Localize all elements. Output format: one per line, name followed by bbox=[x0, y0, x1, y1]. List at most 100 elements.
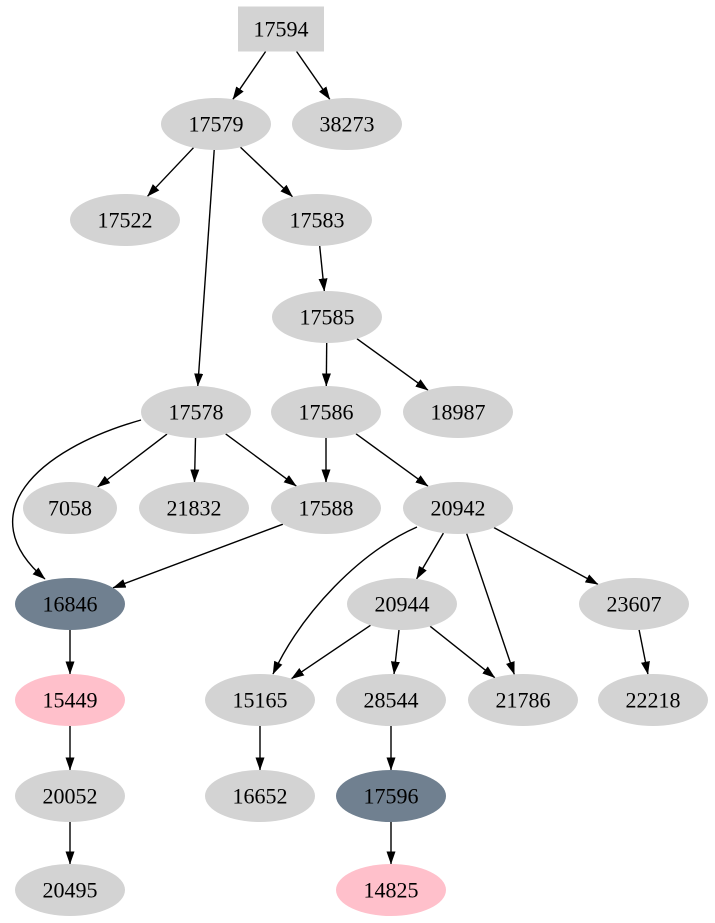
node-ellipse-shape bbox=[262, 194, 372, 246]
node-15449: 15449 bbox=[15, 674, 125, 726]
node-ellipse-shape bbox=[403, 482, 513, 534]
node-ellipse-shape bbox=[15, 770, 125, 822]
node-label: 21832 bbox=[167, 496, 222, 521]
edge-20944-15165 bbox=[291, 624, 371, 680]
node-16652: 16652 bbox=[205, 770, 315, 822]
node-label: 15165 bbox=[233, 688, 288, 713]
node-label: 20052 bbox=[43, 784, 98, 809]
node-label: 7058 bbox=[48, 496, 92, 521]
node-label: 21786 bbox=[496, 688, 551, 713]
node-label: 17579 bbox=[189, 112, 244, 137]
edge-17586-20942 bbox=[355, 433, 429, 487]
node-label: 17586 bbox=[299, 400, 354, 425]
node-box-shape bbox=[238, 6, 324, 52]
node-ellipse-shape bbox=[70, 194, 180, 246]
node-15165: 15165 bbox=[205, 674, 315, 726]
edge-20942-23607 bbox=[493, 526, 599, 586]
node-18987: 18987 bbox=[403, 386, 513, 438]
node-label: 16846 bbox=[43, 592, 98, 617]
node-ellipse-shape bbox=[403, 386, 513, 438]
edge-17585-18987 bbox=[356, 338, 429, 391]
edge-23607-22218 bbox=[638, 629, 650, 675]
node-label: 18987 bbox=[431, 400, 486, 425]
node-ellipse-shape bbox=[292, 98, 402, 150]
node-label: 17522 bbox=[98, 208, 153, 233]
node-ellipse-shape bbox=[139, 482, 249, 534]
node-ellipse-shape bbox=[579, 578, 689, 630]
node-ellipse-shape bbox=[15, 864, 125, 916]
edge-17594-17579 bbox=[232, 51, 267, 100]
node-23607: 23607 bbox=[579, 578, 689, 630]
node-ellipse-shape bbox=[141, 386, 251, 438]
node-label: 17594 bbox=[254, 17, 309, 42]
edge-20942-15165 bbox=[272, 526, 418, 675]
edge-17578-17588 bbox=[225, 433, 297, 487]
node-ellipse-shape bbox=[205, 674, 315, 726]
node-ellipse-shape bbox=[336, 864, 446, 916]
node-ellipse-shape bbox=[336, 770, 446, 822]
edge-17578-16846 bbox=[12, 419, 142, 580]
node-ellipse-shape bbox=[23, 482, 117, 534]
node-ellipse-shape bbox=[15, 674, 125, 726]
edge-17594-38273 bbox=[296, 51, 331, 100]
node-ellipse-shape bbox=[15, 578, 125, 630]
node-ellipse-shape bbox=[347, 578, 457, 630]
edge-20944-21786 bbox=[429, 625, 496, 679]
node-17586: 17586 bbox=[271, 386, 381, 438]
node-label: 17583 bbox=[290, 208, 345, 233]
edge-20944-28544 bbox=[390, 629, 400, 675]
node-14825: 14825 bbox=[336, 864, 446, 916]
node-20052: 20052 bbox=[15, 770, 125, 822]
node-17585: 17585 bbox=[272, 291, 382, 343]
node-label: 20495 bbox=[43, 878, 98, 903]
node-20942: 20942 bbox=[403, 482, 513, 534]
node-ellipse-shape bbox=[271, 482, 381, 534]
node-label: 16652 bbox=[233, 784, 288, 809]
node-17583: 17583 bbox=[262, 194, 372, 246]
node-label: 23607 bbox=[607, 592, 662, 617]
node-17578: 17578 bbox=[141, 386, 251, 438]
node-label: 17578 bbox=[169, 400, 224, 425]
node-7058: 7058 bbox=[23, 482, 117, 534]
edge-17578-21832 bbox=[190, 437, 200, 483]
edge-20942-21786 bbox=[466, 533, 515, 675]
node-label: 15449 bbox=[43, 688, 98, 713]
node-16846: 16846 bbox=[15, 578, 125, 630]
edge-17579-17583 bbox=[240, 146, 293, 198]
node-ellipse-shape bbox=[598, 674, 708, 726]
node-ellipse-shape bbox=[336, 674, 446, 726]
node-ellipse-shape bbox=[272, 291, 382, 343]
node-20944: 20944 bbox=[347, 578, 457, 630]
node-28544: 28544 bbox=[336, 674, 446, 726]
node-ellipse-shape bbox=[468, 674, 578, 726]
edge-17578-7058 bbox=[97, 433, 168, 488]
edge-17583-17585 bbox=[318, 245, 328, 292]
node-17596: 17596 bbox=[336, 770, 446, 822]
node-ellipse-shape bbox=[205, 770, 315, 822]
node-38273: 38273 bbox=[292, 98, 402, 150]
node-21786: 21786 bbox=[468, 674, 578, 726]
node-label: 20942 bbox=[431, 496, 486, 521]
edge-17579-17578 bbox=[194, 149, 215, 387]
node-22218: 22218 bbox=[598, 674, 708, 726]
node-label: 28544 bbox=[364, 688, 419, 713]
node-label: 17585 bbox=[300, 305, 355, 330]
node-17594: 17594 bbox=[238, 6, 324, 52]
node-label: 38273 bbox=[320, 112, 375, 137]
node-ellipse-shape bbox=[161, 98, 271, 150]
node-17579: 17579 bbox=[161, 98, 271, 150]
node-label: 17596 bbox=[364, 784, 419, 809]
node-ellipse-shape bbox=[271, 386, 381, 438]
edge-20942-20944 bbox=[415, 532, 445, 580]
edge-17588-16846 bbox=[112, 523, 284, 589]
node-label: 14825 bbox=[364, 878, 419, 903]
node-17522: 17522 bbox=[70, 194, 180, 246]
node-21832: 21832 bbox=[139, 482, 249, 534]
node-20495: 20495 bbox=[15, 864, 125, 916]
edge-17579-17522 bbox=[146, 147, 195, 197]
node-17588: 17588 bbox=[271, 482, 381, 534]
node-label: 20944 bbox=[375, 592, 430, 617]
node-label: 22218 bbox=[626, 688, 681, 713]
